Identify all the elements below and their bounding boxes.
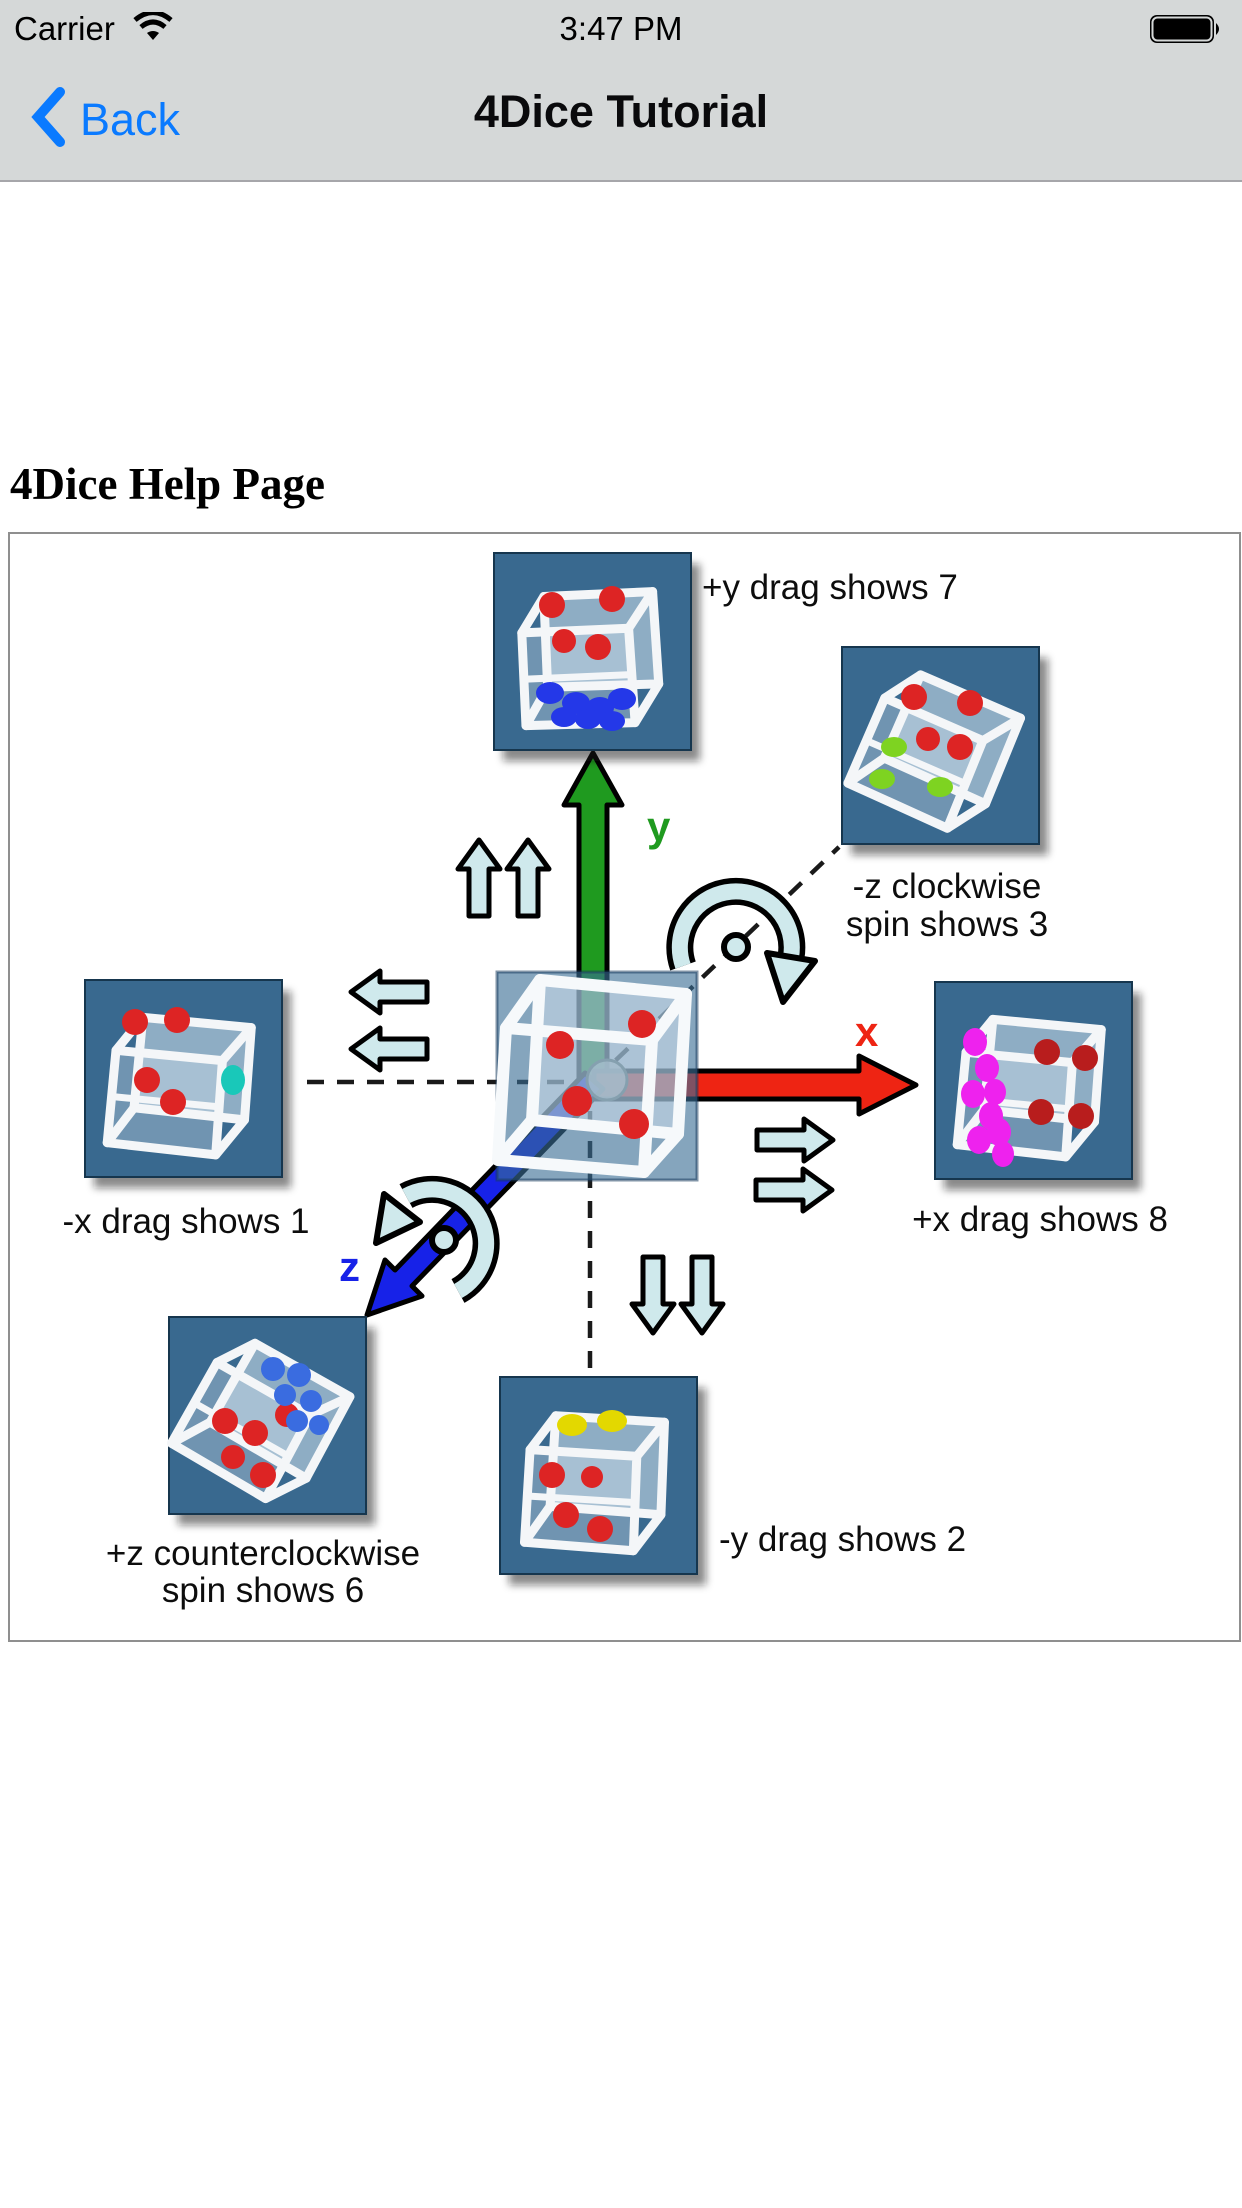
axis-origin-ball [585,1058,629,1102]
back-button[interactable]: Back [30,86,180,153]
tutorial-diagram: +y drag shows 7 -z clockwise spin shows … [8,532,1241,1642]
rotation-arc-plus-z [373,1175,500,1303]
chevron-left-icon [30,86,66,153]
label-minus-x: -x drag shows 1 [62,1202,309,1241]
battery-icon [1148,13,1224,50]
label-plus-z-line2: spin shows 6 [162,1571,364,1610]
die-plus-z [165,1316,375,1525]
carrier-label: Carrier [14,10,115,47]
label-minus-z-line1: -z clockwise [853,867,1042,906]
nav-bar: Back 4Dice Tutorial [0,54,1242,182]
dashed-axis-guides [307,845,841,1370]
page-title: 4Dice Tutorial [473,86,769,137]
die-plus-x [934,981,1141,1190]
drag-arrows-minus-x [351,971,427,1070]
label-plus-y: +y drag shows 7 [702,568,958,607]
rotation-arc-minus-z [666,877,818,1005]
drag-arrows-minus-y [632,1257,723,1333]
die-plus-y [493,552,700,761]
center-die-pips [546,1010,656,1139]
axis-label-z: z [339,1243,360,1290]
label-plus-z-line1: +z counterclockwise [106,1534,420,1573]
help-page-heading: 4Dice Help Page [10,459,325,509]
label-plus-x: +x drag shows 8 [912,1200,1168,1239]
label-minus-z-line2: spin shows 3 [846,905,1048,944]
drag-arrows-plus-x [756,1119,833,1211]
dashed-line-minus-z [592,845,841,1083]
drag-arrows-plus-y [458,840,549,916]
axis-label-y: y [647,803,671,850]
axis-label-x: x [855,1008,879,1055]
wifi-icon [133,10,173,49]
back-button-label: Back [80,93,181,145]
die-minus-y [499,1376,706,1585]
label-minus-y: -y drag shows 2 [719,1520,966,1559]
die-minus-x [84,979,291,1188]
status-time: 3:47 PM [559,10,683,47]
center-die [492,974,692,1178]
die-minus-z [842,646,1048,855]
status-bar: Carrier 3:47 PM [0,0,1242,54]
